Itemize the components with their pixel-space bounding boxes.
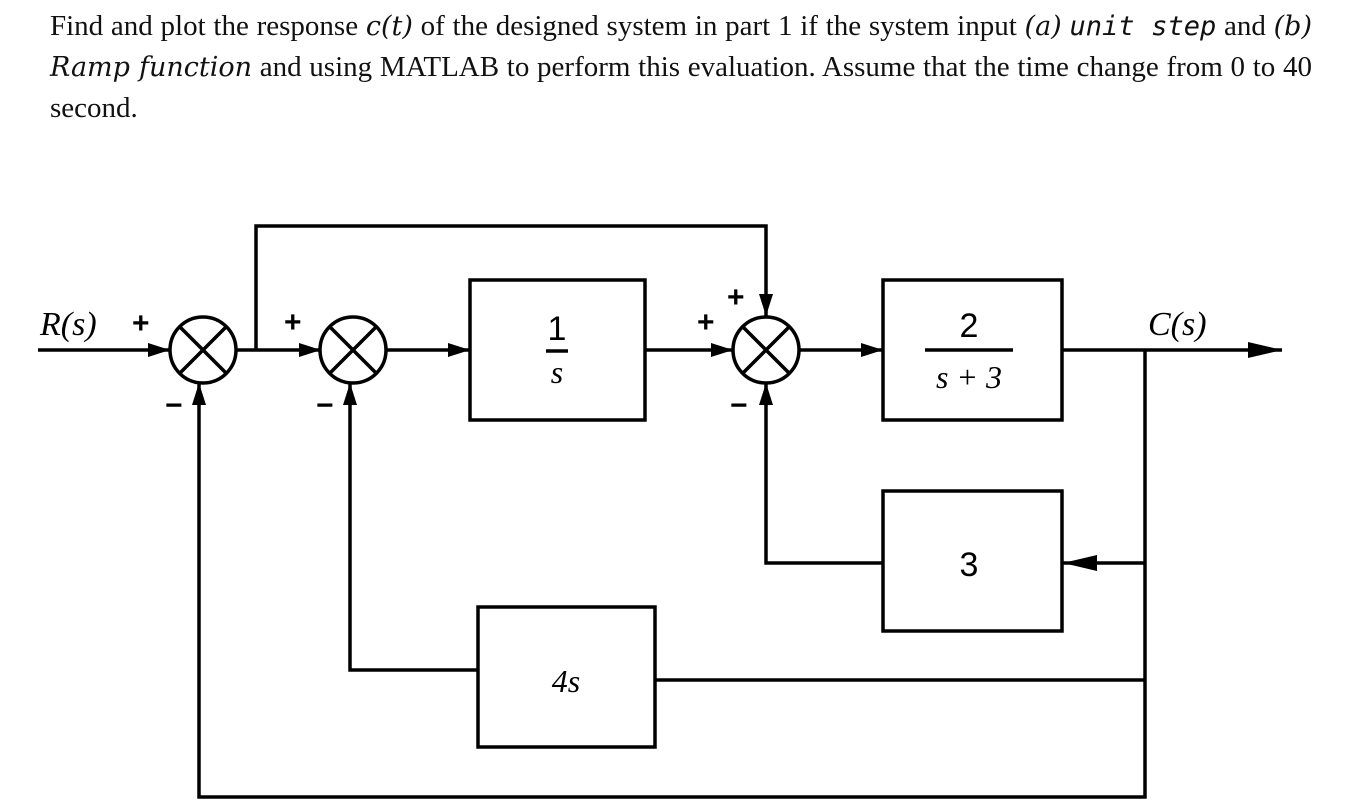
math-b: (b) (1273, 11, 1312, 42)
math-a: (a) (1024, 11, 1062, 42)
problem-text-3: and (1216, 10, 1274, 42)
input-label: R(s) (39, 306, 97, 343)
sum2-minus-sign: − (316, 389, 334, 422)
summing-junction-1 (168, 315, 238, 385)
math-unit-step: unit step (1069, 11, 1217, 42)
problem-text-2: of the designed system in part 1 if the … (412, 10, 1025, 42)
derivative-block: 4s (476, 605, 657, 749)
sum3-minus-sign: − (730, 389, 748, 422)
plant-block: 2 s + 3 (881, 278, 1064, 422)
derivative-label: 4s (552, 663, 580, 699)
math-c-of-t: c(t) (365, 11, 413, 42)
output-label: C(s) (1148, 306, 1207, 343)
wire-feedforward (254, 224, 773, 350)
wire-4s-to-sum2 (343, 383, 478, 672)
problem-text-1: Find and plot the response (50, 10, 366, 42)
problem-text-4: and using MATLAB to perform this evaluat… (50, 51, 1312, 124)
integrator-numerator: 1 (548, 310, 567, 348)
plant-numerator: 2 (960, 307, 979, 345)
sum1-plus-sign: + (132, 307, 150, 340)
summing-junction-2 (318, 315, 388, 385)
wire-gain3-to-sum3 (759, 383, 883, 565)
sum3-top-plus-sign: + (727, 281, 745, 314)
integrator-block: 1 s (468, 278, 647, 422)
sum1-minus-sign: − (165, 389, 183, 422)
problem-statement: Find and plot the response c(t) of the d… (50, 6, 1312, 129)
integrator-denominator: s (551, 354, 563, 390)
sum3-left-plus-sign: + (697, 306, 715, 339)
wire-unity-feedback (192, 350, 1147, 799)
plant-denominator: s + 3 (936, 359, 1002, 395)
math-ramp-function: Ramp function (50, 52, 252, 83)
gain-3-block: 3 (881, 489, 1064, 633)
sum2-plus-sign: + (284, 306, 302, 339)
gain-3-label: 3 (960, 546, 979, 584)
summing-junction-3 (731, 315, 801, 385)
